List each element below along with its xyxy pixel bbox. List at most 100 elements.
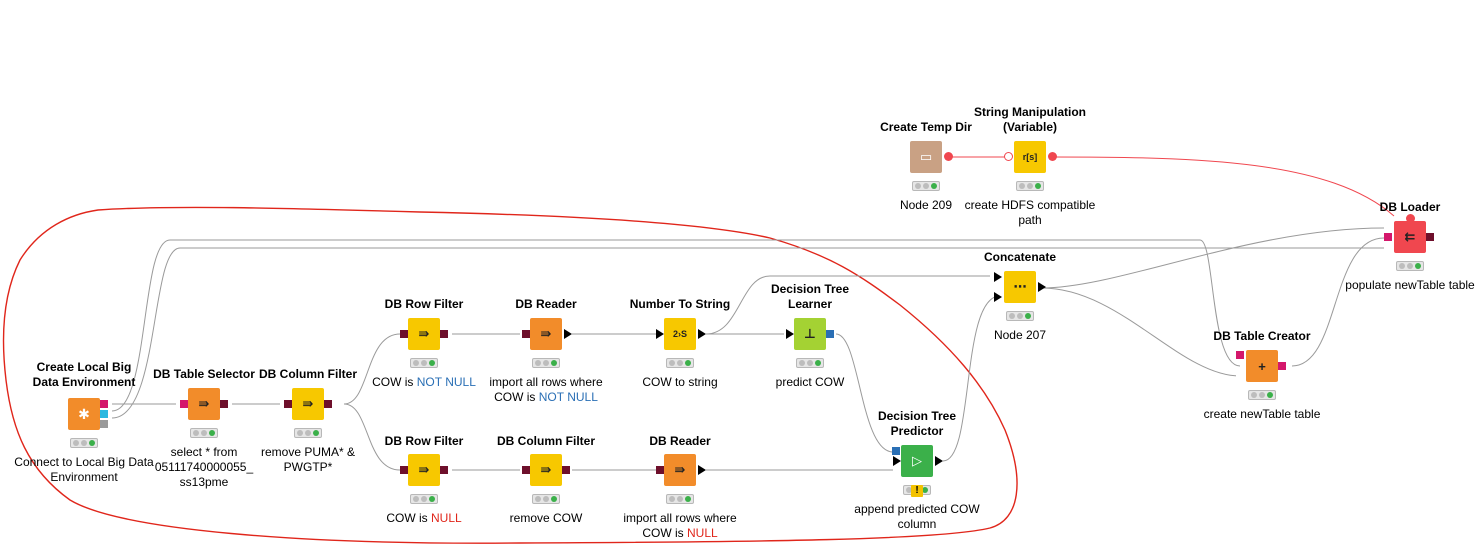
node-db-reader-2[interactable]: DB Reader ⇛ import all rows where COW is…	[620, 434, 740, 544]
db-in-port[interactable]	[400, 330, 408, 338]
node-label[interactable]: append predicted COW column	[854, 502, 980, 531]
db-table-creator-icon[interactable]: +	[1246, 350, 1278, 382]
db-row-filter-icon[interactable]: ⇛	[408, 454, 440, 486]
node-create-local-big-data[interactable]: Create Local Big Data Environment ✱ Conn…	[14, 360, 153, 510]
node-decision-tree-learner[interactable]: Decision Tree Learner ⊥ predict COW	[750, 282, 870, 402]
db-in-port[interactable]	[1236, 351, 1244, 359]
node-db-row-filter-2[interactable]: DB Row Filter ⇛ COW is NULL	[364, 434, 484, 534]
node-label[interactable]: create HDFS compatible path	[964, 198, 1096, 227]
node-label[interactable]: remove COW	[509, 511, 583, 525]
flow-variable-in-port[interactable]	[1406, 214, 1415, 223]
tree-predictor-icon[interactable]: ▷	[901, 445, 933, 477]
flow-variable-out-port[interactable]	[944, 152, 953, 161]
db-in-port[interactable]	[400, 466, 408, 474]
db-out-port[interactable]	[324, 400, 332, 408]
node-concatenate[interactable]: Concatenate ⋯ Node 207	[960, 250, 1080, 350]
node-decision-tree-predictor[interactable]: Decision Tree Predictor ▷ ! append predi…	[854, 409, 979, 539]
number-to-string-icon[interactable]: 2›S	[664, 318, 696, 350]
node-label[interactable]: remove PUMA* & PWGTP*	[260, 445, 356, 474]
ntos-glyph: 2›S	[672, 329, 687, 339]
node-create-temp-dir[interactable]: Create Temp Dir ▭ Node 209	[866, 120, 986, 220]
db-column-filter-icon[interactable]: ⇛	[530, 454, 562, 486]
reader-glyph: ⇛	[540, 326, 552, 341]
status-indicator	[1248, 390, 1276, 400]
db-out-port[interactable]	[440, 330, 448, 338]
node-db-column-filter-2[interactable]: DB Column Filter ⇛ remove COW	[486, 434, 606, 534]
spark-out-port[interactable]	[100, 410, 108, 418]
data-out-port[interactable]	[935, 456, 943, 466]
node-db-loader[interactable]: DB Loader ⇇ populate newTable table	[1345, 200, 1474, 310]
db-in-port[interactable]	[284, 400, 292, 408]
db-column-filter-icon[interactable]: ⇛	[292, 388, 324, 420]
db-out-port[interactable]	[562, 466, 570, 474]
node-db-reader-1[interactable]: DB Reader ⇛ import all rows where COW is…	[486, 297, 606, 417]
node-label[interactable]: import all rows where COW is NOT NULL	[489, 375, 603, 404]
data-in-port[interactable]	[1384, 242, 1392, 252]
node-title: Create Temp Dir	[880, 120, 972, 134]
db-reader-icon[interactable]: ⇛	[530, 318, 562, 350]
status-indicator	[70, 438, 98, 448]
data-in-port-2[interactable]	[994, 292, 1002, 302]
node-label[interactable]: COW is NULL	[386, 511, 462, 525]
warning-icon[interactable]: !	[911, 485, 923, 497]
db-reader-icon[interactable]: ⇛	[664, 454, 696, 486]
node-label[interactable]: predict COW	[775, 375, 845, 389]
folder-icon[interactable]: ▭	[910, 141, 942, 173]
node-title: DB Reader	[649, 434, 711, 448]
data-in-port-1[interactable]	[994, 272, 1002, 282]
db-out-port[interactable]	[1278, 362, 1286, 370]
data-out-port[interactable]	[564, 329, 572, 339]
node-string-manipulation-variable[interactable]: String Manipulation (Variable) r[s] crea…	[965, 105, 1096, 227]
node-title: Decision Tree Predictor	[877, 409, 957, 438]
node-db-column-filter-1[interactable]: DB Column Filter ⇛ remove PUMA* & PWGTP*	[248, 367, 368, 497]
node-label[interactable]: populate newTable table	[1345, 278, 1475, 292]
string-manipulation-icon[interactable]: r[s]	[1014, 141, 1046, 173]
node-label[interactable]: COW is NOT NULL	[372, 375, 476, 389]
db-out-port[interactable]	[440, 466, 448, 474]
db-in-port[interactable]	[1384, 233, 1392, 241]
flow-variable-out-port[interactable]	[1048, 152, 1057, 161]
status-indicator	[1396, 261, 1424, 271]
node-label[interactable]: COW to string	[642, 375, 718, 389]
node-label[interactable]: Node 207	[993, 328, 1047, 342]
node-number-to-string[interactable]: Number To String 2›S COW to string	[620, 297, 740, 407]
hdfs-out-port[interactable]	[100, 420, 108, 428]
node-label[interactable]: select * from 05111740000055_ ss13pme	[154, 445, 254, 489]
flow-variable-in-port[interactable]	[1004, 152, 1013, 161]
db-loader-icon[interactable]: ⇇	[1394, 221, 1426, 253]
node-label[interactable]: Node 209	[899, 198, 953, 212]
data-in-port[interactable]	[656, 329, 664, 339]
data-out-port[interactable]	[1038, 282, 1046, 292]
node-label[interactable]: Connect to Local Big Data Environment	[14, 455, 154, 484]
db-in-port[interactable]	[656, 466, 664, 474]
star-glyph: ✱	[78, 405, 90, 422]
node-db-table-selector[interactable]: DB Table Selector ⇛ select * from 051117…	[144, 367, 264, 497]
concatenate-icon[interactable]: ⋯	[1004, 271, 1036, 303]
db-in-port[interactable]	[522, 466, 530, 474]
data-out-port[interactable]	[698, 329, 706, 339]
node-label[interactable]: create newTable table	[1203, 407, 1321, 421]
node-db-row-filter-1[interactable]: DB Row Filter ⇛ COW is NOT NULL	[364, 297, 484, 407]
tree-learner-icon[interactable]: ⊥	[794, 318, 826, 350]
column-filter-glyph: ⇛	[302, 396, 314, 411]
creator-glyph: +	[1258, 358, 1266, 374]
data-in-port[interactable]	[893, 456, 901, 466]
node-db-table-creator[interactable]: DB Table Creator + create newTable table	[1202, 329, 1322, 439]
model-in-port[interactable]	[892, 447, 900, 455]
db-out-port[interactable]	[100, 400, 108, 408]
data-out-port[interactable]	[698, 465, 706, 475]
node-label[interactable]: import all rows where COW is NULL	[623, 511, 737, 540]
db-out-port[interactable]	[1426, 233, 1434, 241]
db-out-port[interactable]	[220, 400, 228, 408]
model-out-port[interactable]	[826, 330, 834, 338]
node-title: Concatenate	[983, 250, 1057, 264]
db-selector-icon[interactable]: ⇛	[188, 388, 220, 420]
star-icon[interactable]: ✱	[68, 398, 100, 430]
data-in-port[interactable]	[786, 329, 794, 339]
db-in-port[interactable]	[180, 400, 188, 408]
data-in-port[interactable]	[1236, 370, 1244, 380]
db-in-port[interactable]	[522, 330, 530, 338]
db-row-filter-icon[interactable]: ⇛	[408, 318, 440, 350]
